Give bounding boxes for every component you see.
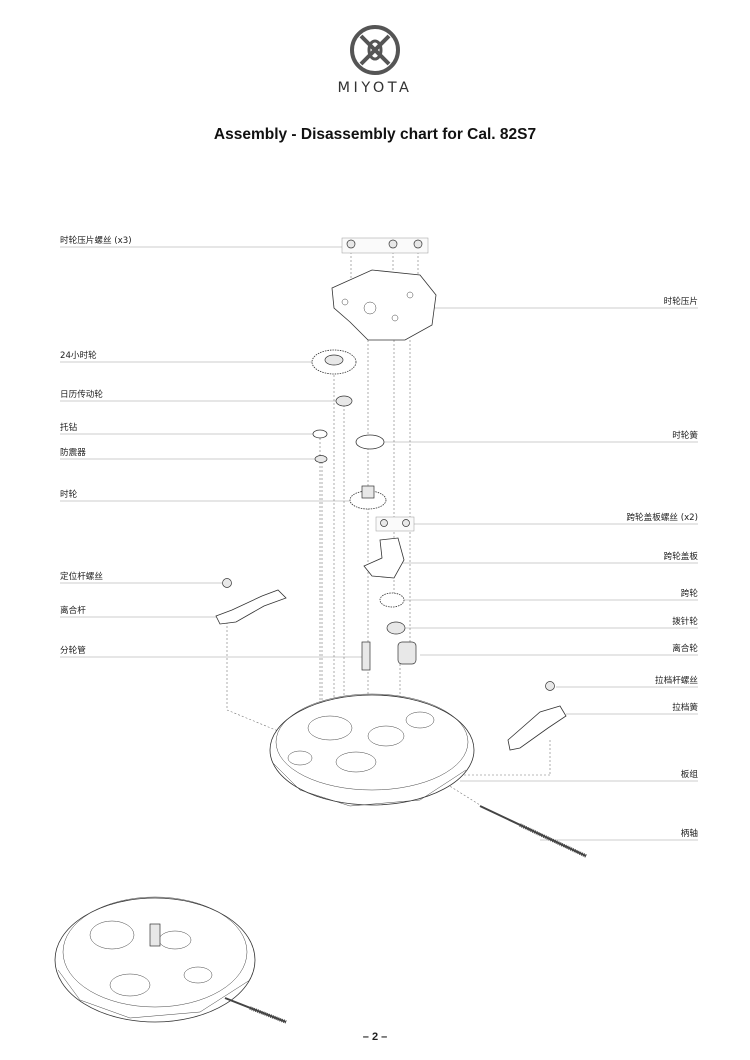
clutch-wheel-part — [397, 641, 417, 665]
label-hour-wheel: 时轮 — [60, 490, 78, 500]
bridge-cover-part — [363, 537, 405, 579]
hour-wheel-part — [349, 485, 387, 510]
label-setting-lever-screw: 定位杆螺丝 — [60, 572, 103, 582]
label-hour-wheel-plate-screw: 时轮压片螺丝 (x3) — [60, 236, 132, 246]
label-yoke-screw: 拉档杆螺丝 — [655, 676, 698, 686]
yoke-spring-part — [507, 705, 567, 751]
hour-wheel-plate-screws — [341, 237, 429, 254]
label-date-driving-wheel: 日历传动轮 — [60, 390, 103, 400]
label-jewel: 托钻 — [60, 423, 78, 433]
label-yoke-spring: 拉档簧 — [672, 703, 698, 713]
date-driving-wheel-part — [335, 395, 353, 407]
label-hour-wheel-spring: 时轮簧 — [672, 431, 698, 441]
label-main-plate-assembly: 板组 — [680, 770, 698, 780]
assembled-movement-view — [54, 896, 287, 1024]
main-plate-assembly-part — [269, 693, 475, 807]
label-clutch-wheel: 离合轮 — [672, 644, 698, 654]
bridge-cover-screws — [375, 516, 415, 532]
label-24-hour-wheel: 24小时轮 — [60, 351, 97, 361]
label-minute-wheel: 跨轮 — [680, 589, 698, 599]
label-hour-wheel-plate: 时轮压片 — [663, 297, 698, 307]
setting-wheel-part — [386, 621, 406, 635]
label-winding-stem: 柄轴 — [680, 829, 698, 839]
jewel-part — [312, 429, 328, 439]
page-title: Assembly - Disassembly chart for Cal. 82… — [213, 126, 537, 143]
label-cannon-pinion: 分轮管 — [60, 646, 86, 656]
page-number: – 2 – — [362, 1031, 388, 1043]
clutch-lever-part — [215, 589, 287, 625]
label-setting-wheel: 拨针轮 — [672, 617, 698, 627]
brand-name: MIYOTA — [337, 80, 413, 96]
miyota-logo-icon — [350, 25, 400, 75]
label-clutch-lever: 离合杆 — [60, 606, 86, 616]
shock-absorber-part — [314, 455, 328, 463]
brand-header: MIYOTA — [300, 24, 450, 96]
cannon-pinion-part — [361, 641, 371, 671]
hour-wheel-spring-part — [355, 434, 385, 450]
label-bridge-cover: 跨轮盖板 — [663, 552, 698, 562]
hour-wheel-plate-part — [331, 269, 437, 341]
setting-lever-screw-part — [222, 578, 232, 588]
minute-wheel-part — [379, 592, 405, 608]
24-hour-wheel-part — [311, 349, 357, 375]
label-bridge-cover-screw: 跨轮盖板螺丝 (x2) — [626, 513, 698, 523]
yoke-screw-part — [545, 681, 555, 691]
winding-stem-part — [479, 805, 587, 858]
leader-lines — [60, 246, 698, 841]
label-shock-absorber: 防震器 — [60, 448, 86, 458]
